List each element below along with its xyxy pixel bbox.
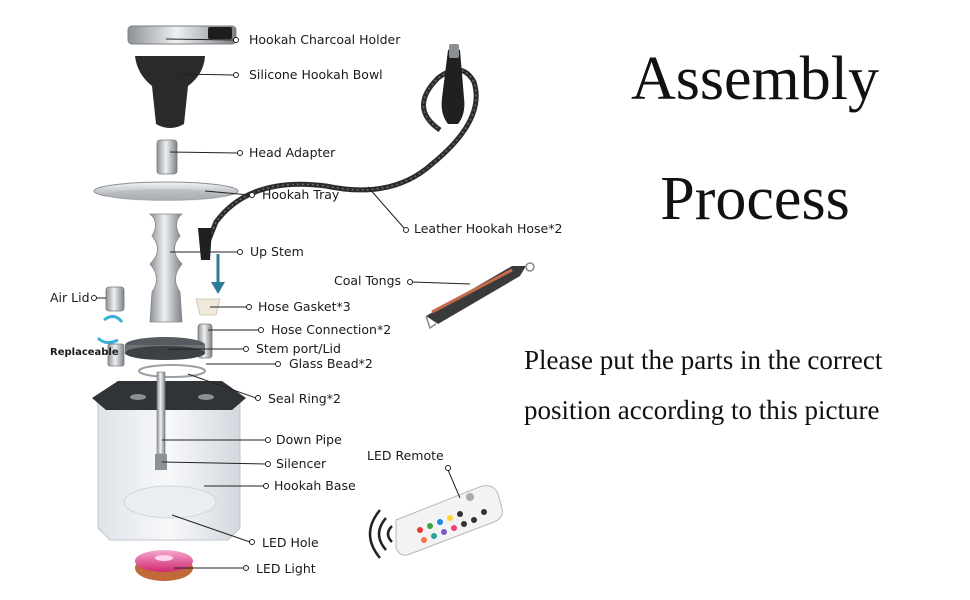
label-hose-connection: Hose Connection*2 [271, 322, 392, 337]
coal-tongs-part [425, 262, 535, 330]
replaceable-arrow-icon [103, 315, 124, 323]
head-adapter-part [156, 139, 178, 175]
silencer-part [155, 454, 167, 470]
hose-gasket-part [195, 298, 221, 316]
label-led-light: LED Light [256, 561, 316, 576]
down-pipe-part [156, 371, 166, 455]
label-head-adapter: Head Adapter [249, 145, 336, 160]
seal-ring-part [138, 364, 206, 378]
label-led-hole: LED Hole [262, 535, 319, 550]
tray-part [93, 181, 239, 201]
instruction-line-1: Please put the parts in the correct [524, 345, 883, 375]
led-remote-part [395, 485, 503, 556]
label-hookah-tray: Hookah Tray [262, 187, 340, 202]
silicone-bowl-part [135, 56, 205, 128]
label-up-stem: Up Stem [250, 244, 304, 259]
charcoal-holder-part [127, 25, 237, 45]
label-replaceable: Replaceable [50, 347, 119, 358]
title-line-2: Process [660, 165, 850, 233]
label-glass-bead: Glass Bead*2 [289, 356, 373, 371]
label-led-remote: LED Remote [367, 448, 444, 463]
label-charcoal-holder: Hookah Charcoal Holder [249, 32, 401, 47]
label-hookah-base: Hookah Base [274, 478, 356, 493]
label-stem-port: Stem port/Lid [256, 341, 341, 356]
led-light-part [135, 550, 193, 581]
up-stem-part [148, 213, 184, 323]
label-leather-hose: Leather Hookah Hose*2 [414, 221, 563, 236]
label-air-lid: Air Lid [50, 290, 90, 305]
label-down-pipe: Down Pipe [276, 432, 342, 447]
label-coal-tongs: Coal Tongs [334, 273, 402, 288]
hose-part [198, 44, 479, 260]
air-lid-part [105, 286, 125, 312]
hookah-base-part [92, 381, 246, 541]
instruction-line-2: position according to this picture [524, 395, 880, 425]
title-line-1: Assembly [631, 45, 879, 113]
label-silencer: Silencer [276, 456, 327, 471]
label-silicone-bowl: Silicone Hookah Bowl [249, 67, 383, 82]
label-hose-gasket: Hose Gasket*3 [258, 299, 351, 314]
leader-lines [91, 37, 471, 571]
label-seal-ring: Seal Ring*2 [268, 391, 341, 406]
signal-waves-icon [368, 509, 393, 559]
